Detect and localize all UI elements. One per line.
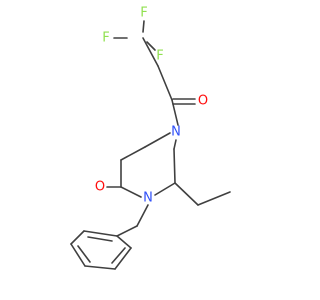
bond-n4-c3 — [154, 182, 176, 196]
bond-c-f2 — [142, 20, 145, 33]
bond-c3-c2 — [173, 148, 176, 184]
atom-labels: F F F O N O N — [95, 6, 208, 206]
bond-ar-4 — [84, 265, 116, 270]
bond-ar-inner-3 — [111, 247, 126, 264]
bond-ar-1 — [83, 230, 118, 237]
bond-c3-ethyl1 — [174, 182, 199, 206]
molecule-structure: F F F O N O N — [70, 6, 231, 270]
bond-n1-c7 — [144, 132, 171, 148]
bond-c2-n1 — [173, 139, 177, 150]
bond-ar-inner-1 — [87, 236, 113, 242]
bond-c5-n4 — [120, 186, 142, 198]
bond-ar-5 — [114, 247, 132, 270]
bonds — [70, 20, 231, 270]
atom-o-acyl: O — [198, 94, 208, 109]
bond-n4-ch2 — [136, 204, 149, 227]
bond-ar-3 — [70, 243, 86, 267]
bond-ar-inner-2 — [77, 245, 91, 263]
atom-n1: N — [171, 125, 181, 140]
bond-cf3-ch2 — [142, 37, 159, 67]
atom-f3: F — [156, 49, 163, 64]
bond-ar-6 — [116, 235, 132, 249]
atom-n4: N — [143, 191, 153, 206]
bond-ethyl1-ethyl2 — [197, 191, 231, 206]
bond-co-n1 — [171, 99, 179, 126]
bond-ar-2 — [70, 230, 85, 245]
atom-f1: F — [102, 31, 109, 46]
atom-f2: F — [140, 6, 147, 21]
atom-o-lactam: O — [95, 180, 105, 195]
bond-ch2-aryl — [116, 225, 138, 237]
bond-c7-c6 — [120, 146, 146, 161]
bond-ch2-ch2 — [157, 65, 173, 101]
bond-c-f3 — [146, 41, 156, 51]
